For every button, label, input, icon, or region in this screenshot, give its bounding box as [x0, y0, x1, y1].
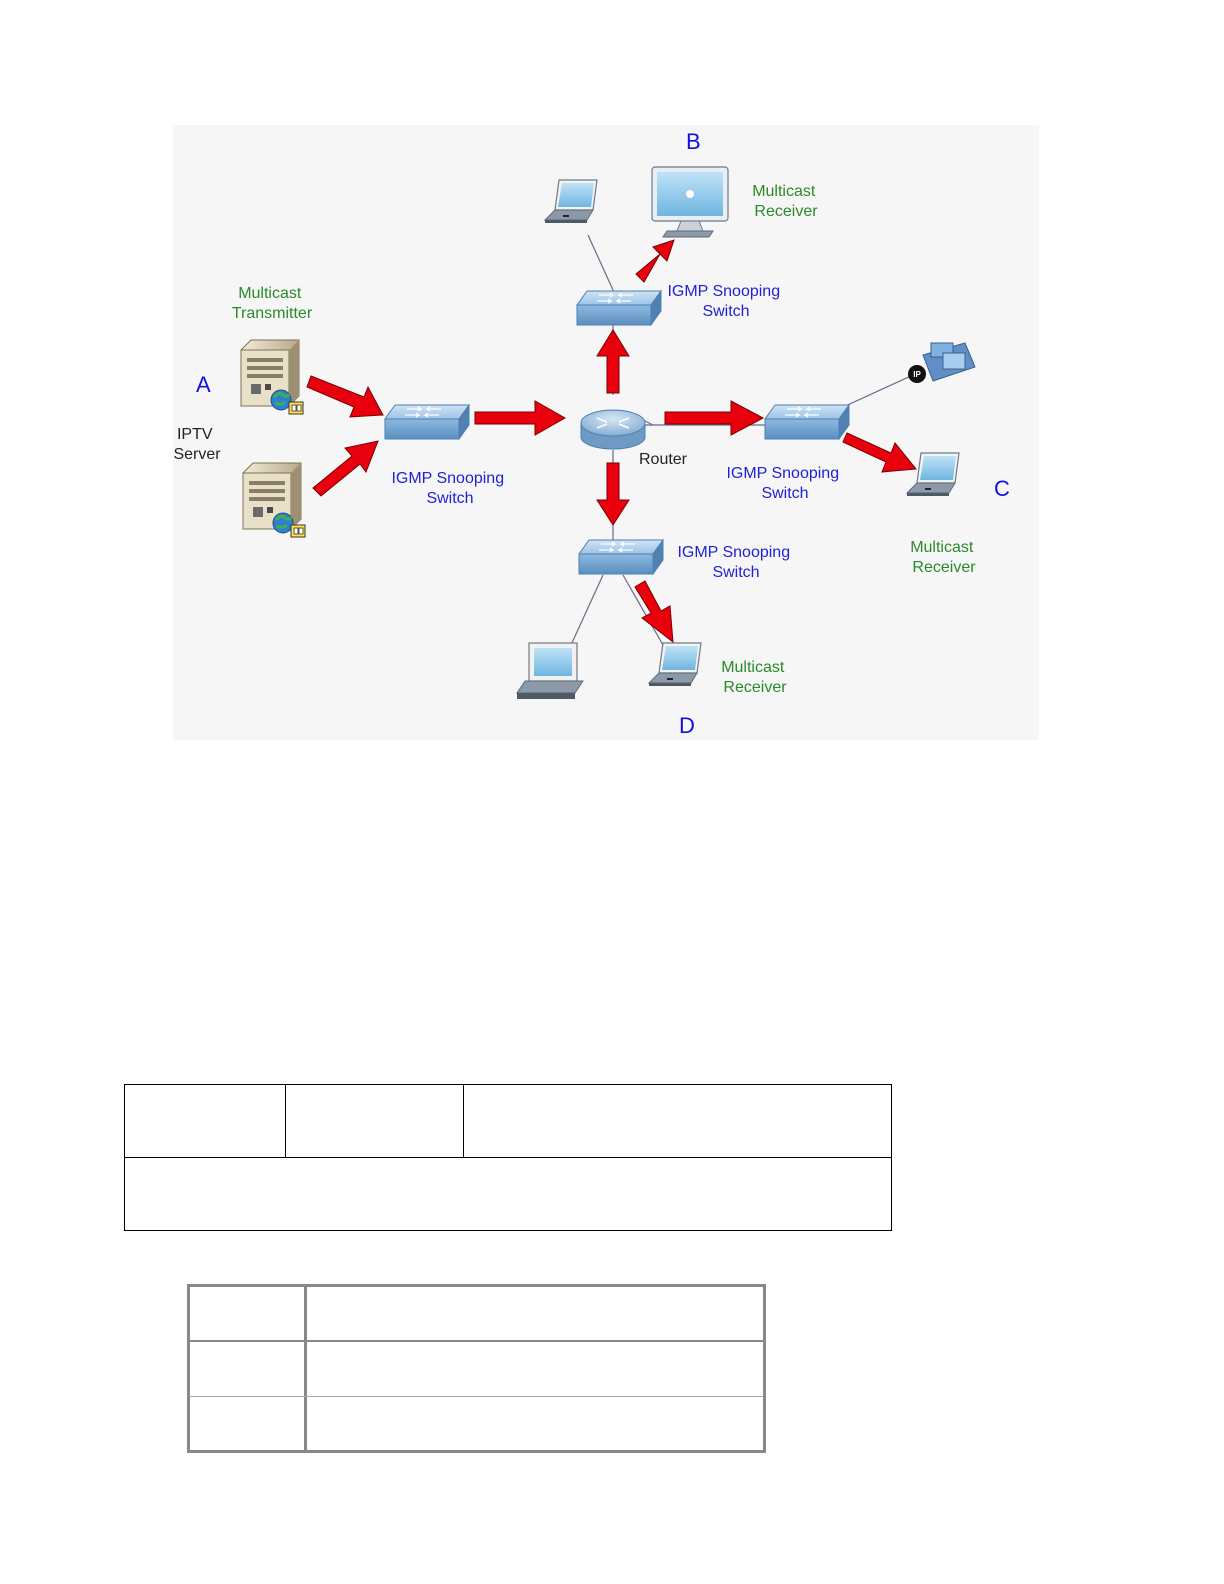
table-row: [190, 1287, 763, 1342]
server-a2-icon: [241, 461, 307, 539]
arrow-a2-to-switch: [312, 440, 379, 497]
receiver-c-label: Multicast Receiver: [910, 539, 978, 576]
desktop-d-icon: [516, 642, 584, 699]
switch-c-label: IGMP Snooping Switch: [726, 465, 843, 502]
switch-a-line2: Switch: [426, 490, 473, 507]
arrow-switchD-to-receiver: [634, 580, 674, 644]
transmitter-line2: Transmitter: [232, 305, 313, 322]
table-2-cell: [190, 1397, 307, 1452]
label-c: C: [994, 476, 1010, 501]
ip-phone-icon: IP: [908, 342, 976, 383]
table-1: [124, 1084, 892, 1231]
receiver-b-line2: Receiver: [754, 203, 818, 220]
router-icon: [580, 409, 646, 450]
iptv-server-label: IPTV Server: [173, 426, 221, 463]
table-1-cell-r1c1: [125, 1085, 286, 1157]
switch-c-icon: [764, 404, 850, 440]
switch-b-icon: [576, 290, 662, 326]
switch-d-label: IGMP Snooping Switch: [677, 544, 794, 581]
table-1-cell-r1c2: [286, 1085, 464, 1157]
receiver-b-label: Multicast Receiver: [752, 183, 820, 220]
label-d: D: [679, 713, 695, 738]
iptv-line2: Server: [173, 446, 221, 463]
switch-d-line1: IGMP Snooping: [677, 544, 790, 561]
receiver-d-label: Multicast Receiver: [721, 659, 789, 696]
table-2-cell: [190, 1287, 307, 1340]
table-2: [187, 1284, 766, 1453]
switch-a-line1: IGMP Snooping: [391, 470, 504, 487]
table-2-cell: [307, 1287, 763, 1340]
receiver-b-line1: Multicast: [752, 183, 816, 200]
receiver-c-line2: Receiver: [912, 559, 976, 576]
arrow-switchB-to-receiver: [635, 239, 675, 283]
receiver-d-line2: Receiver: [723, 679, 787, 696]
arrow-router-right: [664, 400, 765, 436]
receiver-d-line1: Multicast: [721, 659, 785, 676]
switch-c-line1: IGMP Snooping: [726, 465, 839, 482]
switch-a-icon: [384, 404, 470, 440]
iptv-line1: IPTV: [177, 426, 213, 443]
table-row: [190, 1397, 763, 1452]
arrow-router-down: [596, 462, 630, 526]
network-diagram: IP A B C D Multicast Transmitter Multica…: [173, 125, 1039, 740]
arrow-a1-to-switch: [306, 375, 384, 418]
switch-c-line2: Switch: [761, 485, 808, 502]
desktop-b-receiver-icon: [651, 166, 729, 238]
switch-d-line2: Switch: [712, 564, 759, 581]
ip-badge-text: IP: [913, 370, 921, 379]
server-a1-icon: [239, 338, 305, 416]
table-row: [190, 1342, 763, 1397]
table-2-cell: [307, 1397, 763, 1452]
arrow-switch-to-router: [474, 400, 567, 436]
switch-b-line2: Switch: [702, 303, 749, 320]
table-1-cell-r2: [125, 1157, 891, 1230]
transmitter-line1: Multicast: [238, 285, 302, 302]
arrow-router-up: [596, 329, 630, 394]
table-2-cell: [307, 1342, 763, 1396]
switch-a-label: IGMP Snooping Switch: [391, 470, 508, 507]
receiver-c-line1: Multicast: [910, 539, 974, 556]
label-b: B: [686, 129, 701, 154]
router-label: Router: [639, 451, 688, 468]
switch-b-label: IGMP Snooping Switch: [667, 283, 784, 320]
table-2-cell: [190, 1342, 307, 1396]
label-a: A: [196, 372, 211, 397]
transmitter-label: Multicast Transmitter: [232, 285, 313, 322]
arrow-switchC-to-receiver: [842, 432, 917, 473]
switch-b-line1: IGMP Snooping: [667, 283, 780, 300]
table-1-cell-r1c3: [464, 1085, 891, 1157]
switch-d-icon: [578, 539, 664, 575]
multicast-flow-arrows: [306, 239, 917, 644]
